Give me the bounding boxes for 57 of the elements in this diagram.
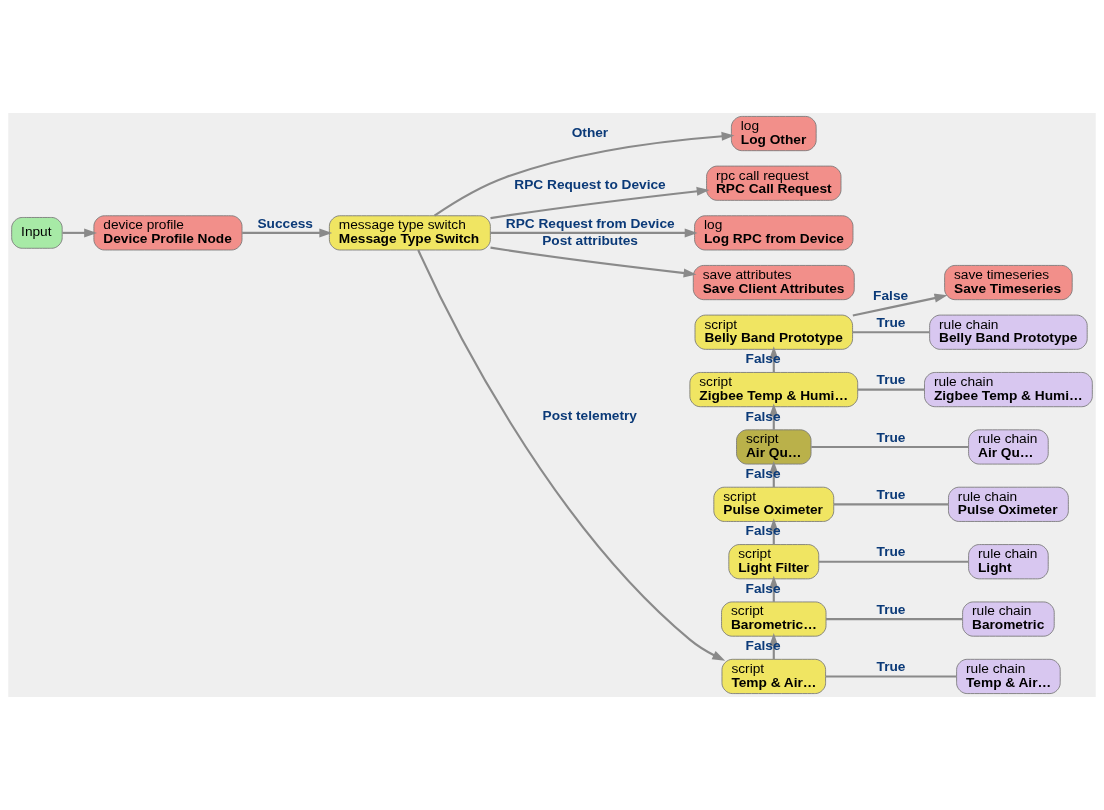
edge-label: True [876,487,906,503]
node-box: script Belly Band Prototype [694,314,853,350]
node-box: rule chain Zigbee Temp & Humi… [924,372,1093,408]
edge-label: True [876,429,906,445]
node-box: rule chain Air Qu… [968,429,1049,465]
node-box: rule chain Belly Band Prototype [929,314,1088,350]
connector [857,388,925,391]
node-box: rule chain Pulse Oximeter [948,486,1069,522]
node-box: script Barometric… [721,601,827,637]
arrow [242,228,333,238]
node-box: script Air Qu… [736,429,812,465]
edge-label: RPC Request from Device [505,215,675,231]
edge-label: True [876,601,906,617]
connector [825,675,957,678]
node-box: save timeseries Save Timeseries [944,265,1073,301]
arrow [433,131,735,217]
edge-label: False [873,287,909,303]
node-box: rule chain Barometric [962,601,1055,637]
edge-label: True [876,372,906,388]
edge-label: True [876,544,906,560]
edge-label: Post telemetry [542,408,637,424]
node-box: script Zigbee Temp & Humi… [689,372,859,408]
arrow [852,293,948,317]
node-box: message type switch Message Type Switch [328,215,491,251]
edge-label: Post attributes [542,232,638,248]
edge-label: False [745,638,781,654]
node-box: rule chain Light [968,544,1049,580]
edge-label: False [745,408,781,424]
arrow [490,246,697,278]
edge-label: Other [571,124,609,140]
arrow [417,249,726,661]
connector [811,445,969,449]
node-box: script Pulse Oximeter [713,486,835,522]
edge-label: True [876,314,906,330]
node-box: script Light Filter [728,544,820,580]
edge-label: False [745,466,781,482]
connector [826,618,963,621]
connector [852,331,930,334]
edge-label: Success [257,215,313,231]
node-box: log Log Other [730,116,817,152]
connector [834,503,949,506]
node-box: rpc call request RPC Call Request [706,165,842,201]
edge-label: False [745,351,781,367]
arrow [490,228,698,238]
node-box: device profile Device Profile Node [93,215,243,251]
edge-label: False [745,580,781,596]
node-box: script Temp & Air… [721,658,826,694]
arrow [490,186,710,220]
node-box: Input [11,217,63,249]
node-box: rule chain Temp & Air… [956,658,1061,694]
edge-label: True [876,659,906,675]
node-box: log Log RPC from Device [694,215,854,251]
edge-label: False [745,523,781,539]
arrow [62,228,97,238]
connector [819,560,969,563]
node-box: save attributes Save Client Attributes [692,265,855,301]
edge-label: RPC Request to Device [514,177,666,193]
